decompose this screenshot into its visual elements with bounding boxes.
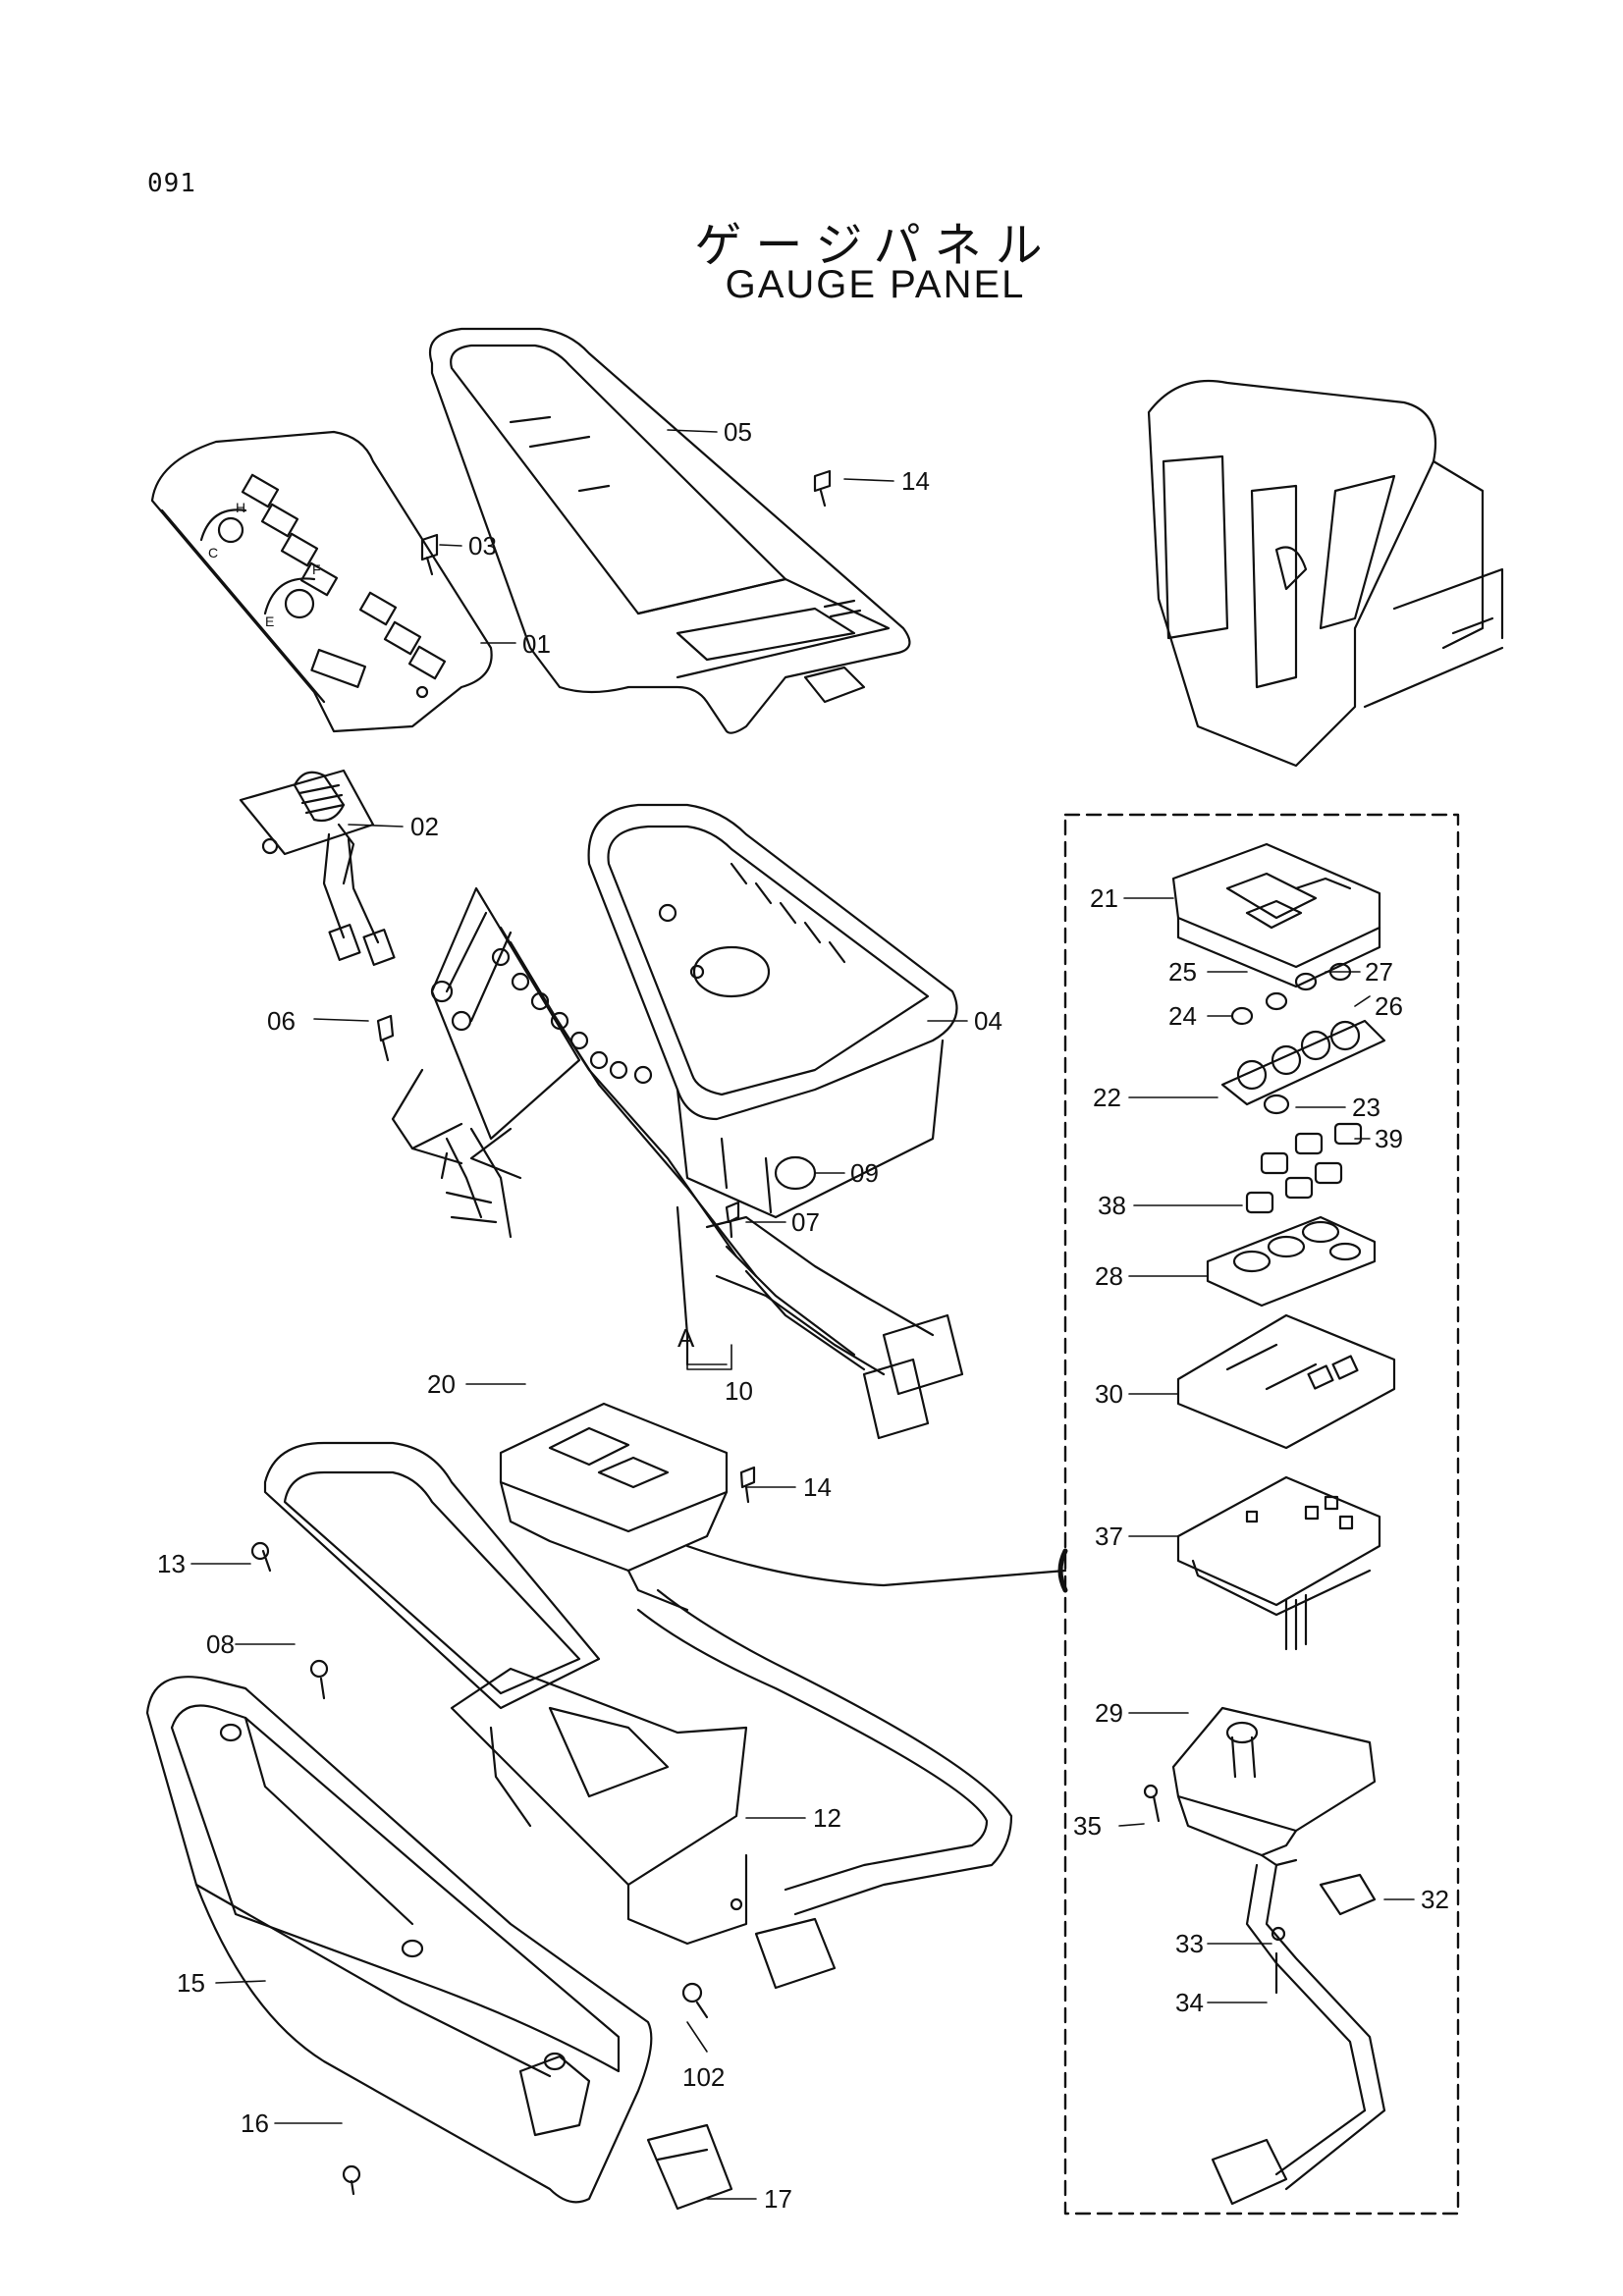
page-number: 091 [147, 169, 196, 198]
callout-27: 27 [1365, 957, 1393, 987]
callout-22: 22 [1093, 1083, 1121, 1112]
title-english: GAUGE PANEL [725, 263, 1026, 306]
wire-harness-part-10 [391, 886, 964, 1440]
callout-labels: 05 14 03 01 02 06 04 09 07 A 10 20 14 13… [157, 417, 1449, 2214]
callout-10: 10 [725, 1376, 753, 1406]
cap-part-17 [646, 2123, 733, 2211]
callout-04: 04 [974, 1006, 1002, 1036]
callout-03: 03 [468, 531, 497, 561]
console-bracket-part-12 [263, 1441, 748, 1946]
cover-part-30 [1176, 1313, 1396, 1450]
callout-05: 05 [724, 417, 752, 447]
callout-06: 06 [267, 1006, 296, 1036]
switch-unit-part-20 [499, 1402, 1068, 1612]
callout-15: 15 [177, 1968, 205, 1998]
gauge-mark-c: C [208, 545, 218, 561]
callout-33: 33 [1175, 1929, 1204, 1958]
callout-30: 30 [1095, 1379, 1123, 1409]
callout-37: 37 [1095, 1522, 1123, 1551]
callout-08: 08 [206, 1629, 235, 1659]
switch-keys-parts-38-39 [1245, 1122, 1363, 1214]
gauge-dial-marks: H C F E [208, 500, 321, 629]
leader-lines [190, 429, 1415, 2200]
callout-14-mid: 14 [803, 1472, 832, 1502]
meter-cover-part-05 [429, 327, 911, 734]
callout-35: 35 [1073, 1811, 1102, 1841]
callout-24: 24 [1168, 1001, 1197, 1031]
callout-13: 13 [157, 1549, 186, 1578]
lower-screws-group [250, 1541, 709, 2196]
panel-face-part-01 [150, 430, 493, 733]
gauge-mark-h: H [236, 500, 245, 515]
callout-25: 25 [1168, 957, 1197, 987]
screws-group [376, 469, 832, 1504]
harness-connector-20 [636, 1588, 1013, 1990]
callout-102: 102 [682, 2062, 725, 2092]
callout-01: 01 [522, 629, 551, 659]
callout-a: A [677, 1323, 695, 1353]
cab-inset-illustration [1147, 379, 1504, 768]
base-case-part-29 [1171, 1706, 1377, 1867]
callout-07: 07 [791, 1207, 820, 1237]
callout-29: 29 [1095, 1698, 1123, 1728]
lower-harness-parts-32-35 [1143, 1784, 1386, 2206]
gauge-mark-e: E [265, 614, 274, 629]
console-cover-part-15 [145, 1676, 653, 2204]
meter-case-part-04 [587, 803, 958, 1219]
callout-20: 20 [427, 1369, 456, 1399]
inset-detail-box [1063, 813, 1460, 2216]
callout-14-top: 14 [901, 466, 930, 496]
callout-16: 16 [241, 2109, 269, 2138]
grommet-part-09 [774, 1155, 817, 1191]
callout-34: 34 [1175, 1988, 1204, 2017]
callout-39: 39 [1375, 1124, 1403, 1153]
bulb-assembly-part-02 [239, 769, 396, 966]
circuit-board-part-37 [1176, 1475, 1381, 1651]
callout-23: 23 [1352, 1093, 1380, 1122]
callout-32: 32 [1421, 1885, 1449, 1914]
callout-26: 26 [1375, 991, 1403, 1021]
callout-09: 09 [850, 1158, 879, 1188]
switch-board-part-22 [1220, 962, 1386, 1115]
callout-12: 12 [813, 1803, 841, 1833]
callout-28: 28 [1095, 1261, 1123, 1291]
gauge-mark-f: F [312, 561, 321, 577]
title-japanese: ゲージパネル [694, 218, 1056, 273]
switch-housing-part-21 [1171, 842, 1381, 988]
rubber-pad-part-28 [1206, 1215, 1377, 1308]
callout-17: 17 [764, 2184, 792, 2214]
callout-38: 38 [1098, 1191, 1126, 1220]
callout-21: 21 [1090, 883, 1118, 913]
callout-02: 02 [410, 812, 439, 841]
